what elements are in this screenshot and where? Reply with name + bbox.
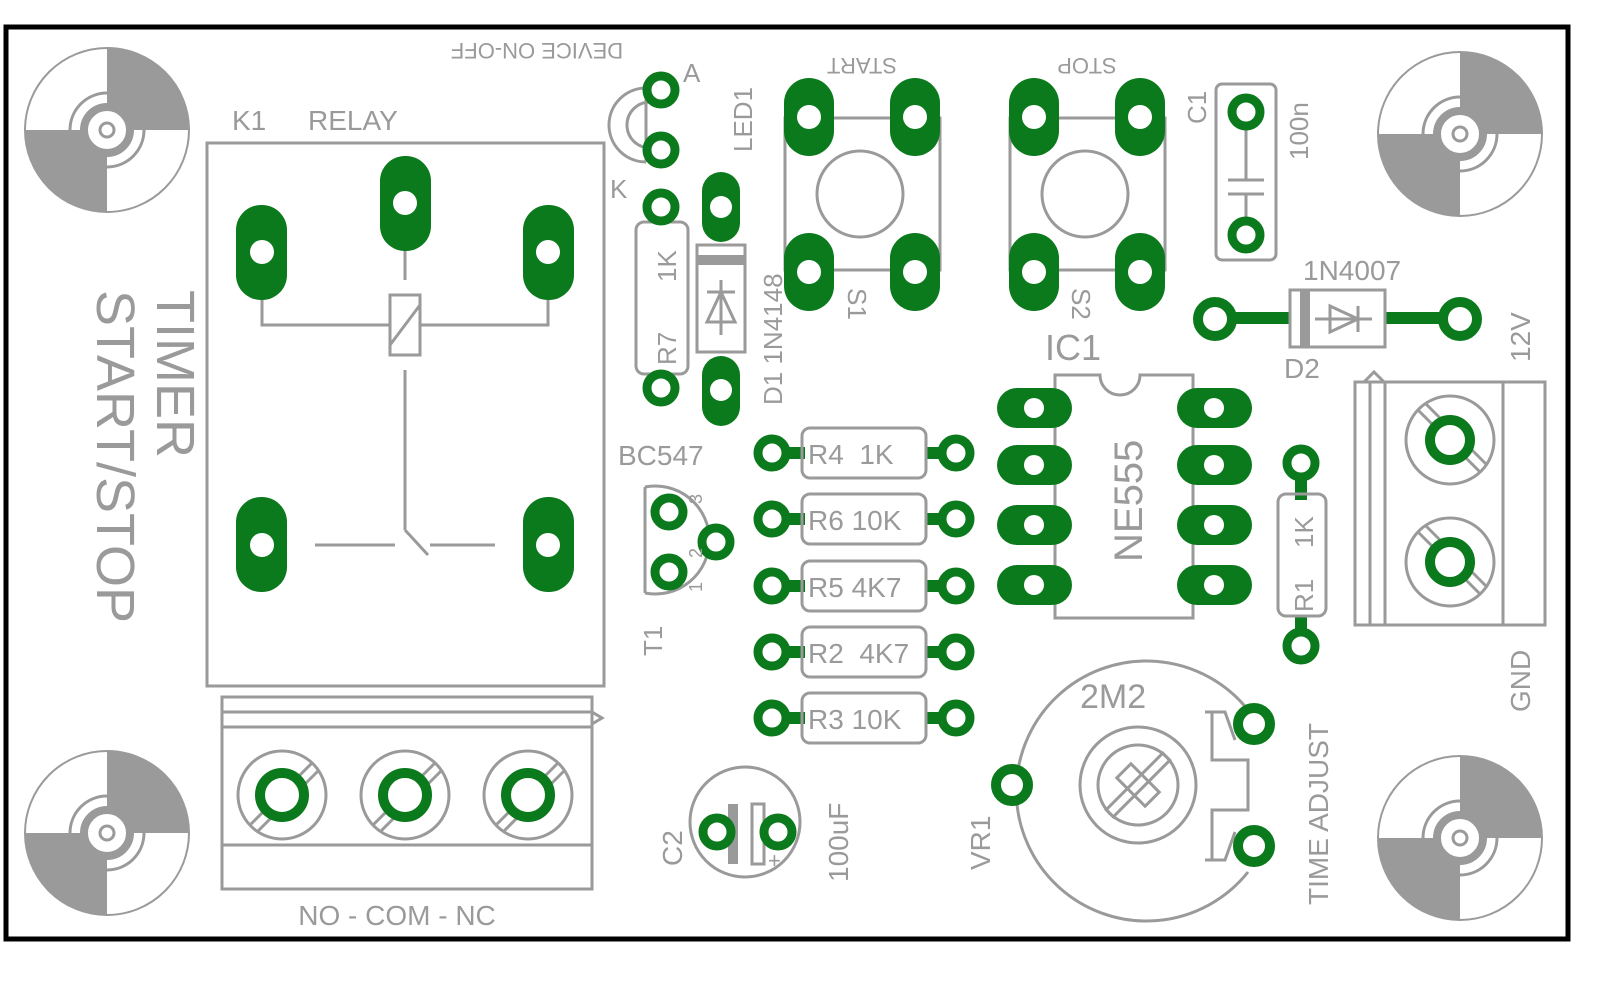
resistor-r4: R4 1K xyxy=(753,426,975,480)
relay-pad xyxy=(236,205,287,300)
ic-pad xyxy=(997,505,1072,545)
t-pin3-label: 3 xyxy=(686,494,706,504)
r1-value-label: 1K xyxy=(1289,516,1319,548)
d1-pad xyxy=(702,356,740,426)
ic1-ne555: IC1 NE555 xyxy=(997,327,1252,620)
terminal-screw-com xyxy=(359,749,451,841)
terminal-label: NO - COM - NC xyxy=(298,900,496,931)
relay-pad xyxy=(380,156,431,251)
c1-value-label: 100n xyxy=(1284,102,1314,160)
ne555-label: NE555 xyxy=(1107,440,1151,562)
time-adjust-label: TIME ADJUST xyxy=(1303,723,1334,905)
r2-label: R2 4K7 xyxy=(808,638,909,669)
led1: A K LED1 xyxy=(607,58,758,204)
r7-ref-label: R7 xyxy=(652,332,682,365)
ic-pad xyxy=(997,388,1072,428)
resistor-r6: R6 10K xyxy=(753,492,975,546)
ic-pad xyxy=(1177,565,1252,605)
c2-value-label: 100uF xyxy=(823,803,854,882)
s2-pad xyxy=(1115,78,1165,156)
r4-label: R4 1K xyxy=(808,439,894,470)
transistor-ref-label: T1 xyxy=(638,626,668,656)
power-terminal-block xyxy=(1353,369,1547,627)
trimmer-vr1: 2M2 VR1 xyxy=(965,659,1275,923)
switch-s2: STOP S2 xyxy=(1008,53,1167,320)
mounting-hole-bl xyxy=(24,750,190,916)
ic-pad xyxy=(1177,505,1252,545)
s1-pad xyxy=(784,78,834,156)
s2-pad xyxy=(1009,78,1059,156)
transistor-type-label: BC547 xyxy=(618,440,704,471)
resistor-r5: R5 4K7 xyxy=(753,559,975,613)
vr1-value-label: 2M2 xyxy=(1080,678,1146,716)
led-anode-label: A xyxy=(683,58,701,88)
r5-label: R5 4K7 xyxy=(808,572,901,603)
s1-function-label: START xyxy=(827,53,897,78)
startstop-title: START/STOP xyxy=(85,290,145,623)
r3-label: R3 10K xyxy=(808,704,902,735)
resistor-r3: R3 10K xyxy=(753,691,975,745)
relay-pad xyxy=(236,497,287,592)
transistor-t1: BC547 3 2 1 T1 xyxy=(618,440,735,656)
d2-ref-label: D2 xyxy=(1284,353,1320,384)
resistor-r1: 1K R1 xyxy=(1276,444,1328,665)
resistor-r2: R2 4K7 xyxy=(753,625,975,679)
diode-d2: 1N4007 D2 xyxy=(1193,255,1482,384)
s1-pad xyxy=(784,233,834,311)
device-onoff-label: DEVICE ON-OFF xyxy=(451,38,623,63)
mounting-hole-br xyxy=(1377,755,1543,921)
r7-value-label: 1K xyxy=(652,250,682,282)
ic-pad xyxy=(1177,388,1252,428)
diode-d1: D1 1N4148 xyxy=(695,172,788,426)
ic-pad xyxy=(997,445,1072,485)
terminal-screw-gnd xyxy=(1404,516,1496,608)
terminal-screw-no xyxy=(236,749,328,841)
ic-pad xyxy=(997,565,1072,605)
s2-function-label: STOP xyxy=(1057,53,1117,78)
s1-pad xyxy=(890,78,940,156)
led-ref-label: LED1 xyxy=(728,87,758,152)
d1-pad xyxy=(702,172,740,242)
relay-name-label: RELAY xyxy=(308,105,398,136)
s2-pad xyxy=(1009,233,1059,311)
mounting-hole-tl xyxy=(24,47,190,213)
capacitor-c1: C1 100n xyxy=(1182,82,1314,262)
relay-k1: K1 RELAY xyxy=(205,105,606,688)
d1-label: D1 1N4148 xyxy=(758,273,788,405)
terminal-screw-nc xyxy=(482,749,574,841)
vr1-ref-label: VR1 xyxy=(965,816,996,870)
s1-ref-label: S1 xyxy=(842,288,872,320)
ic-pad xyxy=(1177,445,1252,485)
v12-label: 12V xyxy=(1505,312,1536,362)
d2-type-label: 1N4007 xyxy=(1303,255,1401,286)
resistor-r7: 1K R7 xyxy=(634,188,690,407)
t-pin1-label: 1 xyxy=(686,582,706,592)
s2-pad xyxy=(1115,233,1165,311)
r1-ref-label: R1 xyxy=(1289,579,1319,612)
relay-pad xyxy=(523,205,574,300)
c2-ref-label: C2 xyxy=(657,830,688,866)
switch-s1: START S1 xyxy=(783,53,942,320)
t-pin2-label: 2 xyxy=(686,548,706,558)
relay-ref-label: K1 xyxy=(232,105,266,136)
led-cathode-label: K xyxy=(610,174,628,204)
relay-pad xyxy=(523,497,574,592)
c1-ref-label: C1 xyxy=(1182,91,1212,124)
timer-title: TIMER xyxy=(145,290,205,458)
capacitor-c2: + C2 100uF xyxy=(657,765,854,882)
ic1-ref-label: IC1 xyxy=(1045,327,1101,368)
r6-label: R6 10K xyxy=(808,505,902,536)
terminal-screw-12v xyxy=(1404,394,1496,486)
c2-plus-label: + xyxy=(768,848,781,873)
mounting-hole-tr xyxy=(1377,51,1543,217)
s2-ref-label: S2 xyxy=(1066,288,1096,320)
output-terminal-block xyxy=(220,695,605,891)
s1-pad xyxy=(890,233,940,311)
gnd-label: GND xyxy=(1505,650,1536,712)
